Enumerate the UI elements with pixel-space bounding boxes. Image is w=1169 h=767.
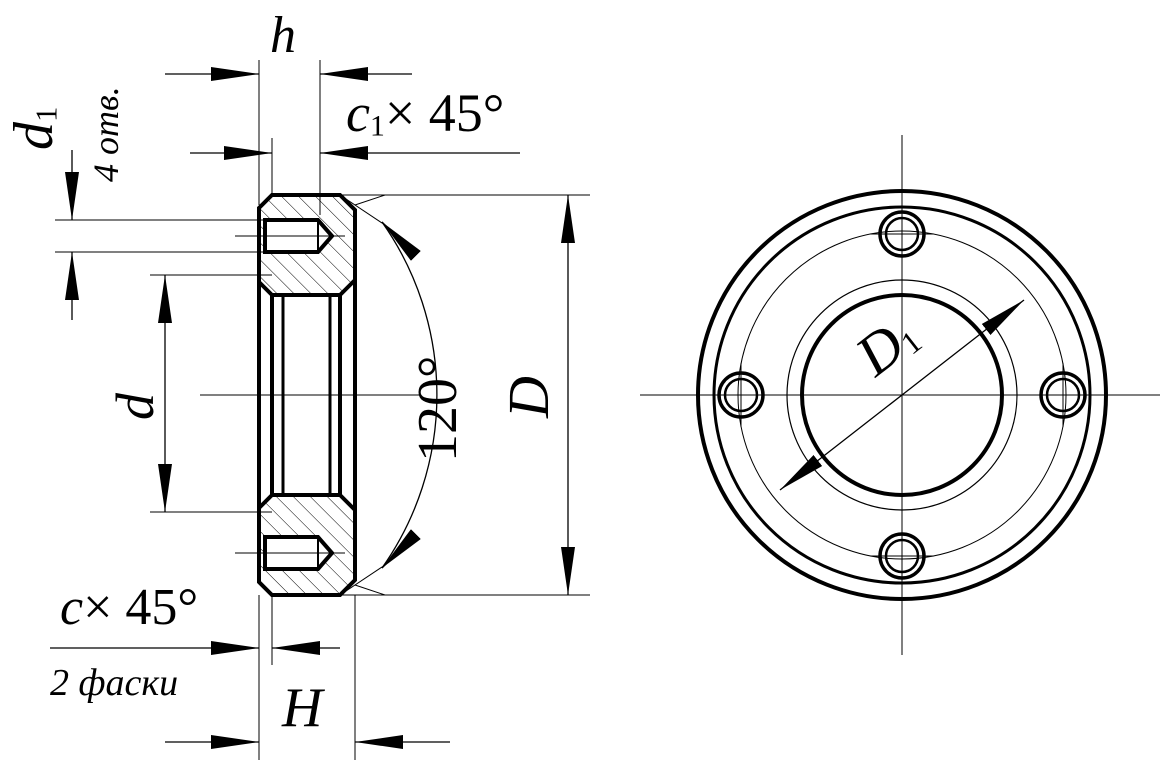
- label-c-note: 2 фаски: [50, 662, 179, 704]
- label-d: d: [105, 393, 165, 420]
- bolt-holes: [717, 210, 1087, 580]
- section-view: [50, 60, 590, 760]
- label-D: D: [496, 376, 561, 418]
- label-d1-note: 4 отв.: [86, 86, 126, 182]
- label-H: H: [282, 677, 323, 739]
- label-c-chamfer: c× 45°: [60, 579, 199, 636]
- chamfer-circle: [712, 205, 1092, 585]
- center-lines: [200, 235, 420, 554]
- dimension-lines: [50, 67, 575, 749]
- label-h: h: [270, 7, 296, 64]
- bore-circle: [800, 293, 1004, 497]
- d1-diameter-line: [901, 299, 1025, 396]
- front-view: [640, 135, 1160, 655]
- label-c1-chamfer: c1× 45°: [346, 83, 505, 143]
- label-angle: 120°: [407, 355, 469, 462]
- inner-chamfer-circle: [786, 279, 1018, 511]
- outer-circle: [696, 189, 1108, 601]
- label-d1: d1: [3, 106, 65, 150]
